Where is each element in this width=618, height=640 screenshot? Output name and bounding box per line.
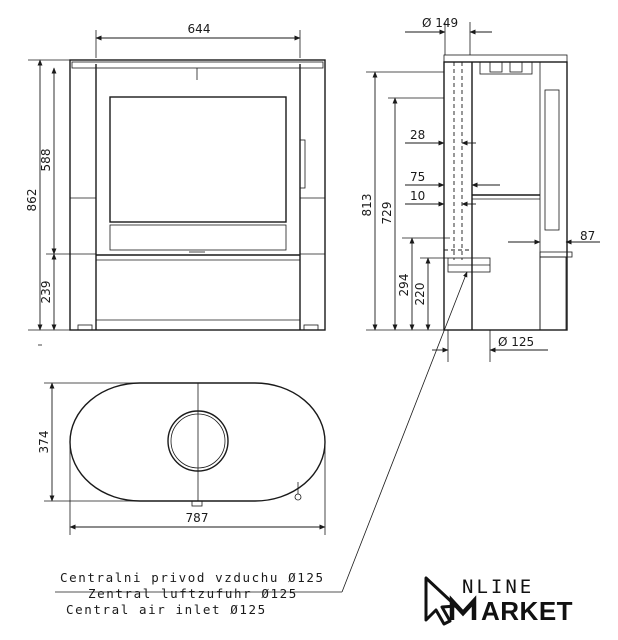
dim-side-height-729: 729 bbox=[380, 202, 394, 225]
dim-side-87: 87 bbox=[580, 229, 595, 243]
dim-top-depth: 374 bbox=[37, 431, 51, 454]
top-view bbox=[69, 382, 326, 507]
online-market-logo: NLINE ARKET bbox=[424, 576, 573, 626]
dim-side-flue-diameter: Ø 149 bbox=[422, 16, 458, 30]
dim-side-28: 28 bbox=[410, 128, 425, 142]
logo-text-market: ARKET bbox=[481, 596, 573, 626]
dim-front-height-upper: 588 bbox=[39, 149, 53, 172]
logo-m-mark bbox=[449, 595, 477, 620]
dim-side-height-294: 294 bbox=[397, 274, 411, 297]
dim-side-height-220: 220 bbox=[413, 283, 427, 306]
front-view bbox=[69, 59, 326, 331]
top-dimensions: 374 787 bbox=[37, 382, 326, 535]
side-dimensions: Ø 149 813 729 28 75 10 87 294 220 Ø 125 bbox=[360, 16, 600, 362]
logo-text-online: NLINE bbox=[462, 576, 534, 598]
dim-front-height-lower: 239 bbox=[39, 281, 53, 304]
dim-front-height-total: 862 bbox=[25, 189, 39, 212]
air-inlet-callout: Centralni privod vzduchu Ø125 Zentral lu… bbox=[55, 271, 468, 617]
dim-side-10: 10 bbox=[410, 189, 425, 203]
label-inlet-en: Central air inlet Ø125 bbox=[66, 602, 267, 617]
dim-side-75: 75 bbox=[410, 170, 425, 184]
front-dimensions: 644 862 588 239 bbox=[25, 22, 301, 346]
dim-side-height-813: 813 bbox=[360, 194, 374, 217]
label-inlet-cz: Centralni privod vzduchu Ø125 bbox=[60, 570, 325, 585]
label-inlet-de: Zentral luftzufuhr Ø125 bbox=[88, 586, 298, 601]
dim-front-width: 644 bbox=[188, 22, 211, 36]
side-view bbox=[443, 54, 573, 331]
dim-side-inlet-diameter: Ø 125 bbox=[498, 335, 534, 349]
dim-top-width: 787 bbox=[186, 511, 209, 525]
